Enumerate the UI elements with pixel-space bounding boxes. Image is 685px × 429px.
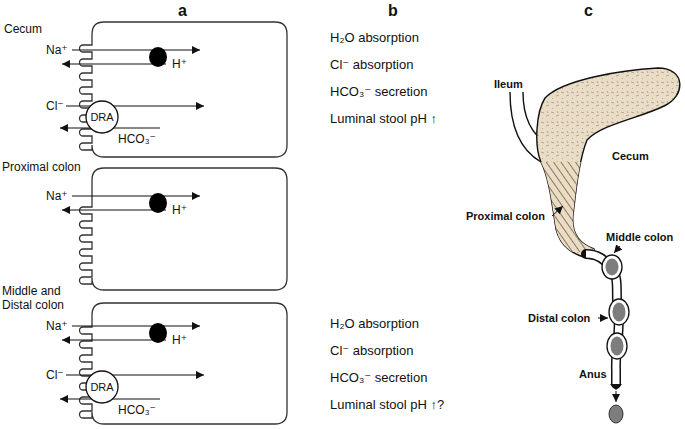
excretion-arrow [616, 391, 617, 402]
transporter-circle [86, 101, 118, 133]
ion-label: Cl⁻ [46, 99, 64, 113]
dra-transporter: DRA [85, 370, 119, 404]
h-arrow [62, 339, 166, 340]
anatomy-label: Anus [579, 368, 607, 381]
nhe-exchanger [149, 323, 167, 343]
segment-heading: Cecum [4, 22, 42, 36]
na-arrow [72, 195, 200, 196]
leader-arrows [552, 206, 620, 318]
nhe-exchangers [149, 47, 167, 343]
ileum-wall [510, 92, 541, 162]
epithelial-cell [80, 303, 288, 424]
na-arrow [72, 49, 200, 50]
anatomy-label: Cecum [612, 150, 649, 163]
function-item: Luminal stool pH ↑? [330, 397, 444, 412]
function-item: H₂O absorption [330, 316, 419, 331]
ion-label: Na⁺ [46, 319, 68, 333]
cell-panel: Proximal colon [0, 158, 290, 292]
anatomy-label: Proximal colon [466, 210, 545, 223]
stool-pellet [613, 303, 626, 322]
ion-label: Na⁺ [46, 43, 68, 57]
segment-heading: Middle and Distal colon [2, 284, 82, 312]
cell-outlines [80, 22, 288, 424]
leader-arrow [614, 246, 620, 253]
leader-arrow [552, 206, 563, 216]
anatomy-label: Distal colon [528, 312, 590, 325]
function-item: Cl⁻ absorption [330, 343, 413, 358]
ion-arrows [60, 50, 204, 399]
cl-arrow [66, 105, 204, 106]
cl-arrow [66, 374, 204, 375]
panel-letter: c [584, 2, 593, 20]
ion-label: Cl⁻ [46, 368, 64, 382]
function-item: H₂O absorption [330, 30, 419, 45]
function-item: Luminal stool pH ↑ [330, 111, 437, 126]
segment-heading: Proximal colon [2, 160, 81, 174]
function-item: HCO₃⁻ secretion [330, 370, 427, 385]
panel-letter: a [178, 2, 187, 20]
cecum-body [537, 68, 680, 259]
nhe-exchanger [149, 193, 167, 213]
anatomy-label: Middle colon [606, 231, 673, 244]
stool-pellet [611, 337, 624, 356]
ion-label: HCO₃⁻ [118, 132, 156, 146]
epithelial-cell [80, 168, 288, 290]
h-arrow [62, 209, 166, 210]
transporter-label: DRA [90, 381, 113, 393]
nhe-exchanger [149, 47, 167, 67]
anus-mark [610, 384, 622, 390]
function-item: Cl⁻ absorption [330, 57, 413, 72]
colon-bulge [609, 299, 629, 325]
transporter-circle [86, 371, 118, 403]
epithelial-cell [80, 22, 288, 157]
leader-arrow [598, 318, 608, 319]
proximal-colon-hatch [537, 162, 600, 252]
stool-pellet [606, 259, 619, 276]
h-arrow [62, 63, 166, 64]
anatomy-label: Ileum [494, 78, 523, 91]
ion-label: HCO₃⁻ [118, 403, 156, 417]
function-item: HCO₃⁻ secretion [330, 84, 427, 99]
na-arrow [72, 325, 200, 326]
transporter-label: DRA [90, 111, 113, 123]
stool-pellet [609, 405, 623, 423]
colon-bulge [602, 255, 622, 279]
ion-label: H⁺ [172, 203, 187, 217]
colon-bulge [607, 333, 627, 359]
panel-letter: b [388, 2, 398, 20]
ion-label: Na⁺ [46, 189, 68, 203]
colon-drawing [510, 68, 680, 423]
ion-label: H⁺ [172, 333, 187, 347]
ion-label: H⁺ [172, 57, 187, 71]
dra-transporter: DRA [85, 100, 119, 134]
